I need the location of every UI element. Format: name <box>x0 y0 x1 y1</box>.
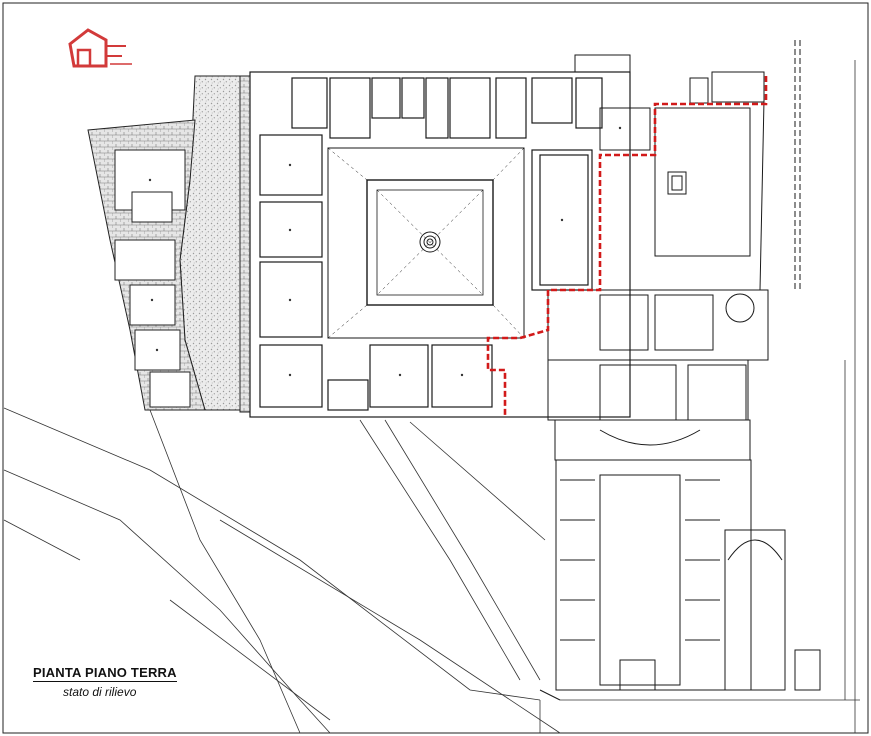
street-lines <box>3 60 860 734</box>
compass-rose-icon <box>419 231 441 253</box>
logo-icon <box>68 28 132 68</box>
title-block: PIANTA PIANO TERRA stato di rilievo <box>33 664 177 699</box>
drawing-subtitle: stato di rilievo <box>63 685 137 699</box>
northeast-annex <box>574 40 801 291</box>
cloister <box>327 147 525 339</box>
intervention-boundary <box>486 76 768 415</box>
drawing-title: PIANTA PIANO TERRA <box>33 665 177 682</box>
main-building <box>249 71 631 418</box>
southeast-palace <box>539 289 821 701</box>
west-wing <box>87 75 251 413</box>
